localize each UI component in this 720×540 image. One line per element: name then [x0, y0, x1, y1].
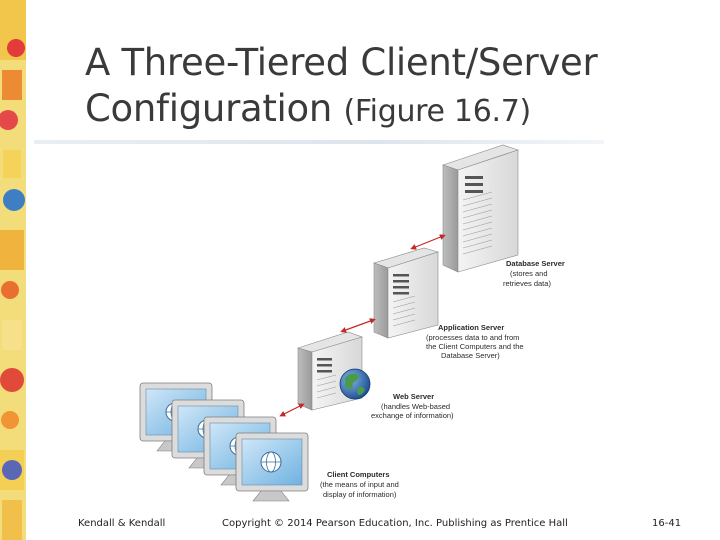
footer-author: Kendall & Kendall	[78, 518, 166, 529]
svg-text:(the means of input and: (the means of input and	[320, 480, 399, 489]
svg-text:(handles Web-based: (handles Web-based	[381, 402, 450, 411]
footer-copyright: Copyright © 2014 Pearson Education, Inc.…	[222, 518, 568, 529]
svg-text:the Client Computers and the: the Client Computers and the	[426, 342, 524, 351]
arrow-web-to-app	[340, 318, 376, 333]
arrow-app-to-db	[410, 234, 446, 250]
web-server-label: Web Server (handles Web-based exchange o…	[371, 392, 454, 420]
database-server-icon	[442, 144, 519, 273]
database-server-label: Database Server (stores and retrieves da…	[503, 259, 565, 288]
svg-text:Web Server: Web Server	[393, 392, 434, 401]
svg-text:(processes data to and from: (processes data to and from	[426, 333, 519, 342]
application-server-icon	[373, 247, 440, 339]
svg-text:Client Computers: Client Computers	[327, 470, 390, 479]
title-line-2: Configuration	[85, 87, 333, 130]
title-line-1: A Three-Tiered Client/Server	[85, 41, 598, 84]
svg-text:exchange of information): exchange of information)	[371, 411, 454, 420]
svg-text:Application Server: Application Server	[438, 323, 504, 332]
client-computers-label: Client Computers (the means of input and…	[320, 470, 399, 499]
svg-text:Database Server: Database Server	[506, 259, 565, 268]
slide-title: A Three-Tiered Client/Server Configurati…	[85, 40, 598, 135]
application-server-label: Application Server (processes data to an…	[426, 323, 524, 360]
client-computers-icon	[139, 382, 309, 502]
web-server-icon	[296, 331, 371, 411]
svg-text:(stores and: (stores and	[510, 269, 548, 278]
decorative-strip	[0, 0, 26, 540]
svg-text:retrieves data): retrieves data)	[503, 279, 551, 288]
arrow-client-to-web	[279, 403, 305, 417]
client-monitor	[235, 432, 309, 502]
svg-text:Database Server): Database Server)	[441, 351, 500, 360]
footer-page-number: 16-41	[652, 518, 682, 529]
title-rule	[34, 140, 604, 144]
svg-text:display of information): display of information)	[323, 490, 397, 499]
title-figure-ref: (Figure 16.7)	[343, 94, 532, 129]
globe-icon	[339, 368, 371, 400]
